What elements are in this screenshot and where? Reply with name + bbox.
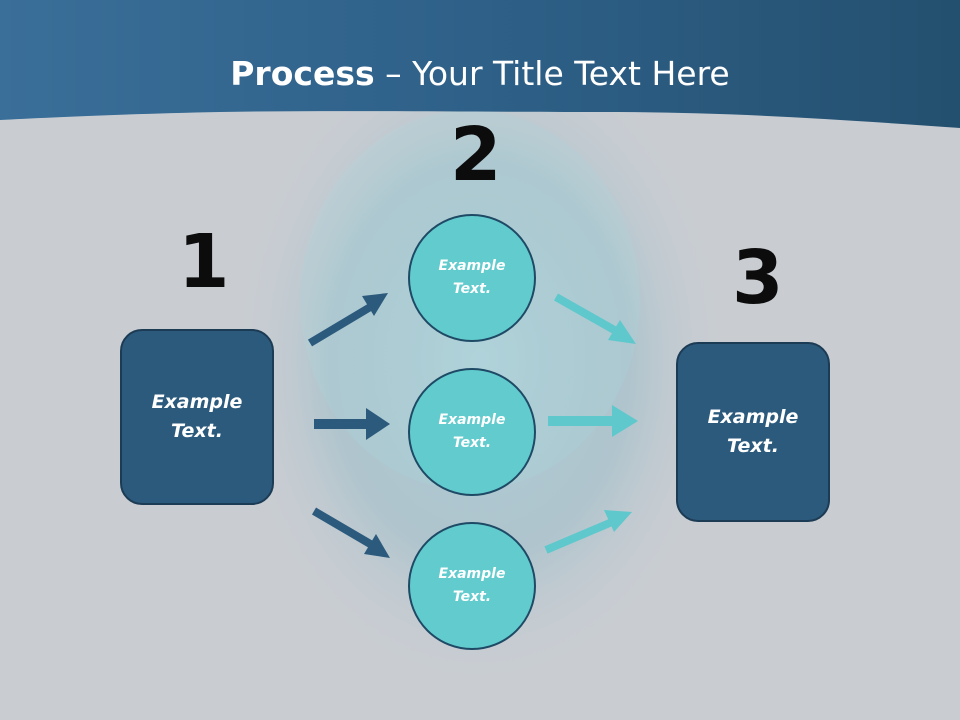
circle-top-text: Example Text. bbox=[438, 258, 506, 297]
title-bold: Process bbox=[230, 54, 375, 93]
step-number-2: 2 bbox=[450, 112, 502, 198]
right-box: Example Text. bbox=[676, 342, 830, 522]
circle-bottom-text: Example Text. bbox=[438, 566, 506, 605]
right-box-text: Example Text. bbox=[707, 406, 799, 457]
arrow-right-top bbox=[554, 293, 636, 344]
title-rest: – Your Title Text Here bbox=[374, 54, 730, 93]
circle-middle-text: Example Text. bbox=[438, 412, 506, 451]
circle-bottom: Example Text. bbox=[408, 522, 536, 650]
circle-middle: Example Text. bbox=[408, 368, 536, 496]
arrow-left-top bbox=[307, 293, 388, 347]
step-number-3: 3 bbox=[732, 235, 784, 321]
arrow-right-bottom bbox=[544, 510, 632, 554]
page-title: Process – Your Title Text Here bbox=[0, 52, 960, 96]
left-box: Example Text. bbox=[120, 329, 274, 505]
arrow-left-bottom bbox=[311, 507, 390, 558]
step-number-1: 1 bbox=[178, 219, 230, 305]
circle-top: Example Text. bbox=[408, 214, 536, 342]
left-box-text: Example Text. bbox=[151, 391, 243, 442]
arrow-right-middle bbox=[548, 405, 638, 437]
arrow-left-middle bbox=[314, 408, 390, 440]
header-band bbox=[0, 0, 960, 128]
